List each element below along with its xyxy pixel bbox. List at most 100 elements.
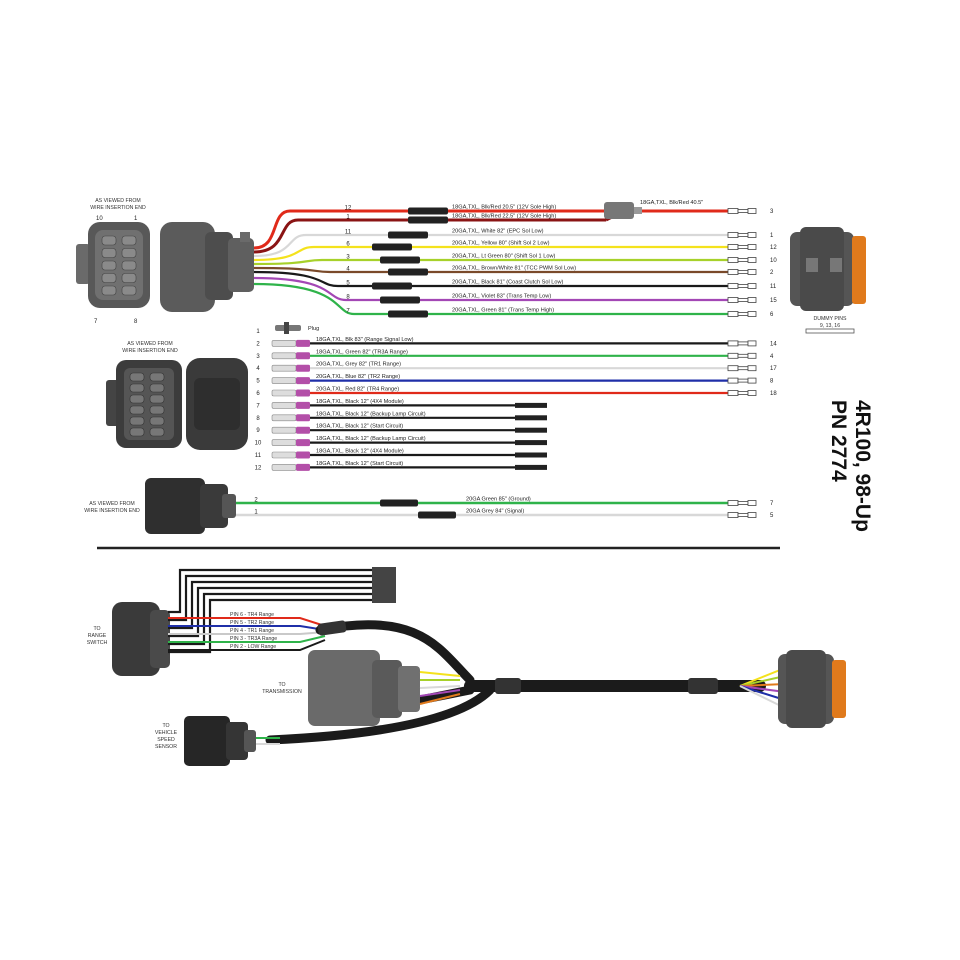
- terminal-crimp: [271, 464, 297, 471]
- seal-plug: [296, 352, 310, 360]
- section2-wire-pin: 2: [256, 341, 260, 347]
- heat-shrink-sleeve: [380, 499, 418, 507]
- section3-wire-end-pin: 7: [770, 501, 774, 507]
- section2-wire-label: 20GA,TXL, Grey 82" (TR1 Range): [316, 362, 401, 368]
- terminal-crimp: [271, 389, 297, 397]
- section1-wire-pin: 11: [345, 230, 352, 236]
- vss-connector: [145, 478, 236, 534]
- section1-wire-end-pin: 2: [770, 270, 774, 276]
- section1-wire-end-pin: 15: [770, 298, 777, 304]
- section2-wire: 5 20GA,TXL, Blue 82" (TR2 Range) 8: [256, 374, 774, 385]
- section1-caption-line1: AS VIEWED FROM: [95, 198, 141, 204]
- cavity-mark-10: 10: [96, 216, 103, 222]
- pigtail-tip: [515, 402, 547, 408]
- cavity-mark-1: 1: [134, 216, 138, 222]
- vss-caption: TO VEHICLE SPEED SENSOR: [155, 723, 178, 750]
- section2-wire-pin: 5: [256, 379, 260, 385]
- section1-wire-end-pin: 12: [770, 245, 777, 251]
- seal-plug: [296, 364, 310, 372]
- pigtail-tip: [515, 415, 547, 421]
- section2-wire-label: 20GA,TXL, Red 82" (TR4 Range): [316, 387, 399, 393]
- case-cavity: [121, 285, 137, 296]
- section2-wire: 1: [256, 329, 260, 335]
- range-cavity: [149, 383, 165, 393]
- plug-terminal: Plug: [275, 322, 319, 334]
- svg-text:VEHICLE: VEHICLE: [155, 730, 178, 736]
- section2-wire-end-pin: 8: [770, 379, 774, 385]
- seal-plug: [296, 451, 310, 459]
- terminal-crimp: [271, 352, 297, 360]
- section1-wire-terminal: [727, 257, 757, 263]
- case-cavity: [101, 235, 117, 246]
- section1-wire-terminal: [727, 311, 757, 317]
- section2-wire-pin: 1: [256, 329, 260, 335]
- heat-shrink-sleeve: [418, 511, 456, 519]
- section2-wire-terminal: [727, 340, 757, 347]
- seal-plug: [296, 439, 310, 447]
- title-line-model: 4R100, 98-Up: [851, 400, 874, 532]
- section2-wire-label: 18GA,TXL, Black 12" (4X4 Module): [316, 449, 404, 455]
- range-connector-cavities: [129, 372, 165, 437]
- section1-wires: 12 18GA,TXL, Blk/Red 20.5" (12V Sole High…: [253, 205, 777, 318]
- section1-wire-pin: 4: [346, 267, 350, 273]
- section3-wire-end-pin: 5: [770, 513, 774, 519]
- transmission-connector: [308, 650, 420, 726]
- section2-wire-terminal: [727, 365, 757, 372]
- case-cavity: [101, 248, 117, 258]
- svg-text:TRANSMISSION: TRANSMISSION: [262, 689, 302, 695]
- heat-shrink-sleeve: [408, 216, 448, 224]
- section1-wire-terminal: [727, 269, 757, 275]
- section1-wire-label: 18GA,TXL, Blk/Red 20.5" (12V Sole High): [452, 205, 556, 211]
- section1-wire-terminal: [727, 208, 757, 214]
- range-cavity: [149, 372, 165, 382]
- section2-wire-end-pin: 14: [770, 341, 777, 347]
- terminal-crimp: [271, 451, 297, 459]
- svg-text:SENSOR: SENSOR: [155, 744, 177, 750]
- section2-wire-label: 18GA,TXL, Black 12" (Start Circuit): [316, 424, 403, 430]
- section2-wire-label: 18GA,TXL, Black 12" (Backup Lamp Circuit…: [316, 436, 426, 442]
- section2-wire-label: 20GA,TXL, Blue 82" (TR2 Range): [316, 374, 400, 380]
- section2-wire-pin: 11: [255, 453, 262, 459]
- overview-pin-label: PIN 5 - TR2 Range: [230, 620, 274, 626]
- pigtail-tip: [515, 427, 547, 433]
- svg-text:TO: TO: [162, 723, 169, 729]
- section2-wire-end-pin: 18: [770, 391, 777, 397]
- seal-plug: [296, 414, 310, 422]
- overview-pin-label: PIN 4 - TR1 Range: [230, 628, 274, 634]
- heat-shrink-sleeve: [388, 310, 428, 318]
- section1-wire-label: 20GA,TXL, Black 81" (Coast Clutch Sol Lo…: [452, 280, 564, 286]
- range-cavity: [129, 372, 145, 382]
- section2-caption-line1: AS VIEWED FROM: [127, 341, 173, 347]
- section2-wire-label: 18GA,TXL, Black 12" (Start Circuit): [316, 461, 403, 467]
- range-switch-connector: [112, 602, 170, 676]
- plug-label: Plug: [308, 326, 319, 332]
- section3-caption-line1: AS VIEWED FROM: [89, 501, 135, 507]
- section2-wire-label: 18GA,TXL, Black 12" (4X4 Module): [316, 399, 404, 405]
- cavity-mark-7: 7: [94, 319, 98, 325]
- section1-wire-label: 20GA,TXL, White 82" (EPC Sol Low): [452, 229, 544, 235]
- svg-text:SPEED: SPEED: [157, 737, 175, 743]
- svg-text:SWITCH: SWITCH: [87, 640, 108, 646]
- section2-wire-pin: 4: [256, 366, 260, 372]
- section1-wire-terminal: [727, 232, 757, 238]
- overview-pin-label: PIN 3 - TR3A Range: [230, 636, 277, 642]
- case-cavity: [121, 273, 137, 283]
- dummy-pins-strip: [805, 328, 855, 334]
- range-cavity: [149, 405, 165, 415]
- section2-wire-pin: 8: [256, 416, 260, 422]
- harness-sleeves: [317, 620, 718, 694]
- range-cavity: [129, 394, 145, 404]
- section2-wire-end-pin: 4: [770, 354, 774, 360]
- range-switch-caption: TO RANGE SWITCH: [87, 626, 108, 646]
- case-cavity: [101, 285, 117, 296]
- section1-wire-terminal: [727, 297, 757, 303]
